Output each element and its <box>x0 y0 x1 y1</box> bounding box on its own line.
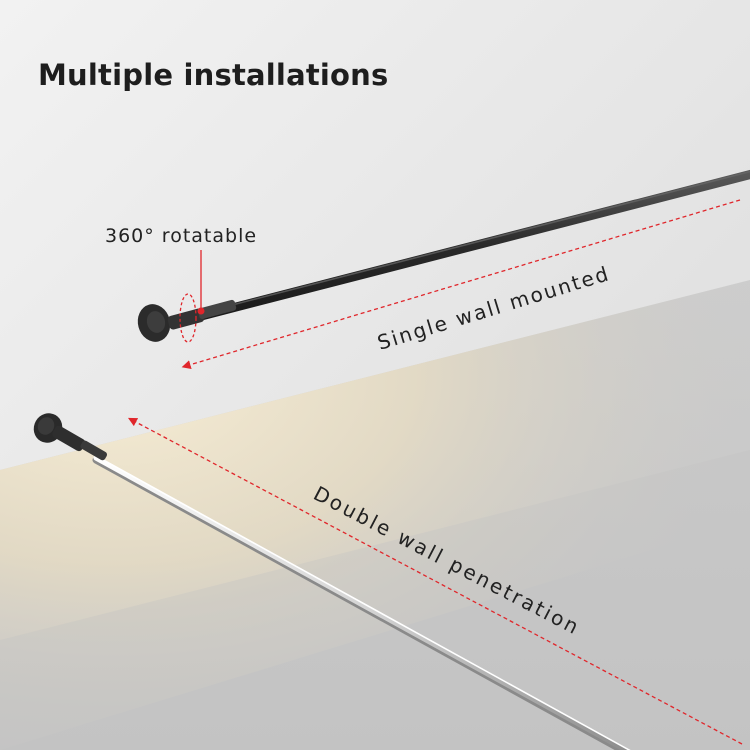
rod-coupler <box>80 440 108 461</box>
rotation-point <box>197 307 205 315</box>
wall-mount-face <box>146 311 166 333</box>
single-wall-arrow <box>181 199 741 370</box>
light-rod <box>93 455 631 750</box>
wall-mount-face <box>37 417 55 435</box>
pivot-joint <box>52 425 86 452</box>
double-wall-arrow <box>127 417 743 745</box>
single-wall-fixture <box>137 169 750 343</box>
light-glow <box>0 280 750 750</box>
pivot-joint <box>167 308 205 330</box>
dark-rod <box>173 169 750 327</box>
lower-floor <box>0 450 750 750</box>
light-rod-highlight <box>95 455 631 750</box>
double-wall-fixture <box>33 413 631 750</box>
dark-rod-highlight <box>177 170 750 320</box>
rod-coupler <box>198 299 237 320</box>
page-title: Multiple installations <box>38 58 389 92</box>
rotatable-label: 360° rotatable <box>105 225 257 247</box>
rotation-indicator <box>179 293 197 343</box>
